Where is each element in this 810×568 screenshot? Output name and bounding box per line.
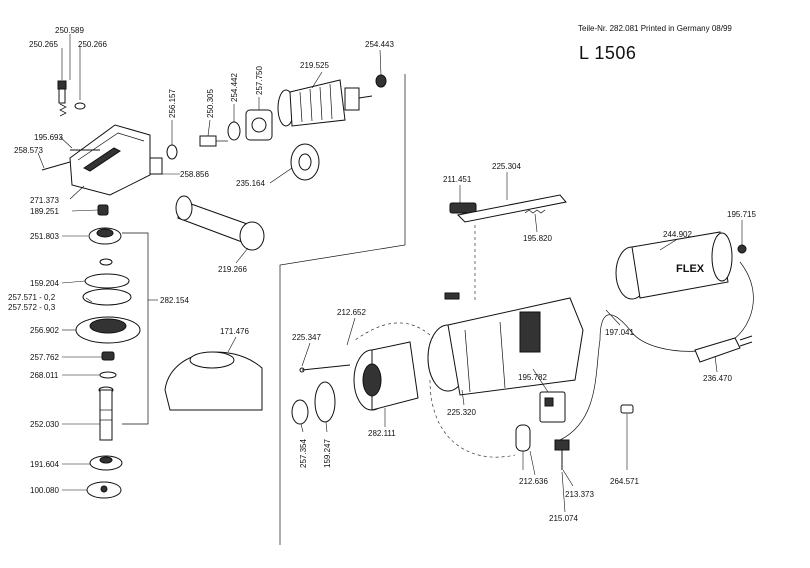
cable-236470 xyxy=(559,261,754,441)
label-257750: 257.750 xyxy=(255,66,264,95)
ring-159204 xyxy=(84,273,130,289)
washer-268011 xyxy=(99,371,117,379)
nut-100080 xyxy=(86,481,122,499)
label-264571: 264.571 xyxy=(610,477,639,486)
bearing-254442 xyxy=(227,121,241,141)
screw-250265 xyxy=(57,80,67,104)
ring-small xyxy=(99,258,113,266)
switch-195782 xyxy=(539,391,566,423)
shim-257571 xyxy=(82,288,132,306)
label-212636: 212.636 xyxy=(519,477,548,486)
plate-257750 xyxy=(245,109,273,141)
suppressor-212636 xyxy=(515,424,531,470)
label-256157: 256.157 xyxy=(168,89,177,118)
label-159247: 159.247 xyxy=(323,439,332,468)
washer-256157 xyxy=(166,144,178,160)
leader-lines xyxy=(37,34,743,513)
part-list-header: Teile-Nr. 282.081 Printed in Germany 08/… xyxy=(578,24,732,33)
label-256902: 256.902 xyxy=(30,326,59,335)
label-254442: 254.442 xyxy=(230,73,239,102)
wiring-dash-2 xyxy=(429,379,516,458)
gear-head-271373 xyxy=(69,124,151,196)
gear-235164 xyxy=(290,143,320,181)
bearing-257762 xyxy=(101,351,115,361)
label-257572: 257.572 - 0,3 xyxy=(8,303,56,312)
upper-group-frame xyxy=(279,74,406,545)
label-251803: 251.803 xyxy=(30,232,59,241)
label-254443: 254.443 xyxy=(365,40,394,49)
flex-logo: FLEX xyxy=(676,263,705,275)
label-257762: 257.762 xyxy=(30,353,59,362)
label-215074: 215.074 xyxy=(549,514,578,523)
clip-258856 xyxy=(149,157,163,175)
bevel-gear-251803 xyxy=(88,227,122,245)
label-213373: 213.373 xyxy=(565,490,594,499)
label-250305: 250.305 xyxy=(206,89,215,118)
label-271373: 271.373 xyxy=(30,196,59,205)
model-title: L 1506 xyxy=(579,43,637,63)
screw-195715 xyxy=(737,244,747,254)
bearing-257354 xyxy=(291,399,309,425)
label-257354: 257.354 xyxy=(299,439,308,468)
label-219525: 219.525 xyxy=(300,61,329,70)
label-225304: 225.304 xyxy=(492,162,521,171)
label-219266: 219.266 xyxy=(218,265,247,274)
handle-tube-244902: FLEX xyxy=(615,231,733,300)
wiring-dash-1 xyxy=(354,322,431,341)
label-195715: 195.715 xyxy=(727,210,756,219)
label-171476: 171.476 xyxy=(220,327,249,336)
label-257571: 257.571 - 0,2 xyxy=(8,293,56,302)
label-225347: 225.347 xyxy=(292,333,321,342)
label-258573: 258.573 xyxy=(14,146,43,155)
bearing-254443 xyxy=(375,74,387,88)
washer-250266 xyxy=(74,102,86,110)
motor-housing-225320 xyxy=(427,297,584,396)
label-225320: 225.320 xyxy=(447,408,476,417)
spring-250589 xyxy=(59,103,67,117)
wheel-guard-171476 xyxy=(164,351,263,411)
switch-parts-211451 xyxy=(449,202,477,214)
label-212652: 212.652 xyxy=(337,308,366,317)
flange-191604 xyxy=(89,455,123,471)
label-159204: 159.204 xyxy=(30,279,59,288)
label-195820: 195.820 xyxy=(523,234,552,243)
label-235164: 235.164 xyxy=(236,179,265,188)
washer-159247 xyxy=(314,381,336,423)
label-282111: 282.111 xyxy=(368,429,396,438)
left-bracket-line xyxy=(122,232,149,425)
side-handle-219266 xyxy=(175,195,265,251)
label-258856: 258.856 xyxy=(180,170,209,179)
label-195782: 195.782 xyxy=(518,373,547,382)
label-268011: 268.011 xyxy=(30,371,59,380)
screw-258573 xyxy=(41,161,71,171)
label-191604: 191.604 xyxy=(30,460,59,469)
label-211451: 211.451 xyxy=(443,175,472,184)
label-236470: 236.470 xyxy=(703,374,732,383)
bearing-flange-256902 xyxy=(75,316,141,344)
switch-rod-225304 xyxy=(456,194,567,223)
label-195693: 195.693 xyxy=(34,133,63,142)
label-197041: 197.041 xyxy=(605,328,634,337)
label-189251: 189.251 xyxy=(30,207,59,216)
label-244902: 244.902 xyxy=(663,230,692,239)
label-250265: 250.265 xyxy=(29,40,58,49)
brush-264571 xyxy=(620,404,634,414)
clip-212652 xyxy=(444,292,460,300)
pinion-250305 xyxy=(199,135,228,147)
cable-clamp-215074 xyxy=(554,439,570,470)
label-252030: 252.030 xyxy=(30,420,59,429)
label-282154: 282.154 xyxy=(160,296,189,305)
spindle-252030 xyxy=(98,386,114,441)
spring-195820 xyxy=(524,209,546,214)
screw-shaft-225347 xyxy=(301,364,351,371)
bearing-189251 xyxy=(97,204,109,216)
armature-219525 xyxy=(277,79,373,127)
label-250589: 250.589 xyxy=(55,26,84,35)
label-250266: 250.266 xyxy=(78,40,107,49)
stator-282111 xyxy=(353,341,419,411)
label-100080: 100.080 xyxy=(30,486,59,495)
